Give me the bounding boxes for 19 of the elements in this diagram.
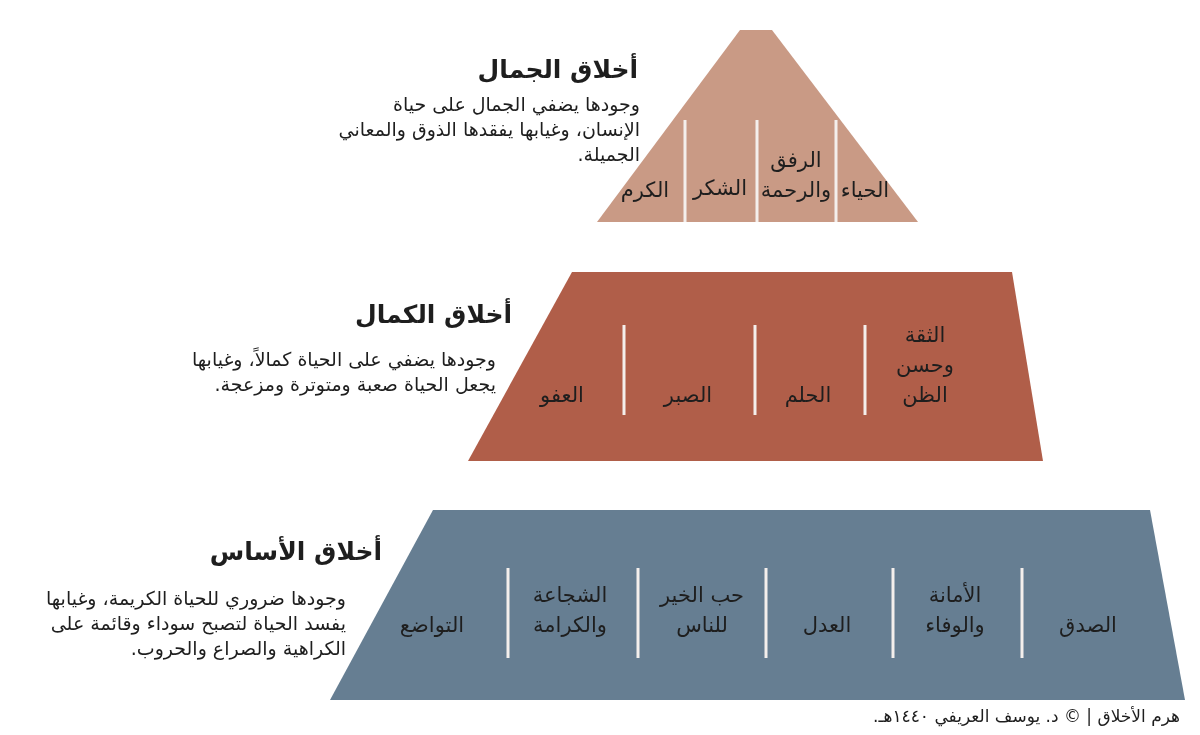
tier-heading: أخلاق الجمال: [477, 55, 638, 84]
virtue-label: العفو: [512, 380, 612, 410]
tier-heading: أخلاق الأساس: [209, 537, 382, 566]
virtue-label: الأمانة والوفاء: [900, 580, 1010, 640]
tier-description: وجودها يضفي على الحياة كمالاً، وغيابها يجعل الحياة صعبة ومتوترة ومزعجة.: [191, 347, 496, 397]
caption: هرم الأخلاق | © د. يوسف العريفي ١٤٤٠هـ.: [873, 706, 1180, 726]
virtue-label: التواضع: [377, 610, 487, 640]
virtue-label: الشجاعة والكرامة: [510, 580, 630, 640]
virtue-label: الشكر: [685, 173, 755, 203]
tier-description: وجودها ضروري للحياة الكريمة، وغيابها يفسد الحياة لتصبح سوداء وقائمة على الكراهية والصراع والحروب.: [45, 586, 346, 661]
virtue-label: حب الخير للناس: [642, 580, 762, 640]
tier-heading: أخلاق الكمال: [355, 300, 512, 329]
virtue-label: الصدق: [1033, 610, 1143, 640]
virtue-label: العدل: [772, 610, 882, 640]
virtue-label: الصبر: [638, 380, 738, 410]
virtue-label: الكرم: [610, 175, 680, 205]
virtue-label: الثقة وحسن الظن: [880, 320, 970, 410]
virtue-label: الحلم: [758, 380, 858, 410]
tier-description: وجودها يضفي الجمال على حياة الإنسان، وغيابها يفقدها الذوق والمعاني الجميلة.: [337, 92, 640, 167]
